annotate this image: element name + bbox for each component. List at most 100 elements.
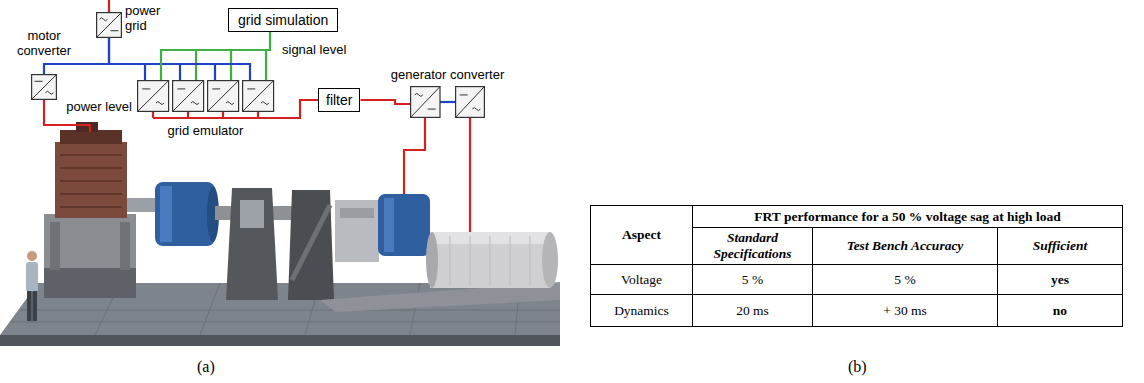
- shaft-and-machines: [426, 232, 438, 288]
- table-cell-text: 20 ms: [736, 303, 769, 318]
- converter-box: motor converter: [31, 74, 57, 100]
- converter-symbol: [456, 87, 485, 118]
- person-figure: [27, 291, 32, 321]
- shaft-and-machines: [384, 198, 394, 252]
- converter-symbol: [261, 102, 269, 105]
- converter-symbol: [243, 81, 274, 112]
- table-columns: [591, 206, 1123, 327]
- converter-symbol: [440, 101, 455, 103]
- power-level-label: power level: [60, 99, 132, 114]
- converter-symbol: [137, 80, 274, 112]
- converter-symbol: [456, 87, 485, 118]
- converter-symbol: [35, 81, 43, 82]
- converter-symbol: [32, 75, 57, 100]
- table-cell: yes: [998, 265, 1123, 295]
- person-figure: [27, 251, 37, 261]
- table-cell-text: FRT performance for a 50 % voltage sag a…: [754, 209, 1061, 224]
- converter-label: generator converter: [391, 67, 504, 82]
- cable-connector: [161, 32, 270, 80]
- converter-box: power grid: [96, 12, 122, 38]
- converter-group: grid emulator: [137, 80, 274, 112]
- table-row: Voltage5 %5 %yes: [591, 265, 1123, 295]
- table-row: Standard Specifications Test Bench Accura…: [591, 228, 1123, 265]
- converter-symbol: [226, 102, 234, 105]
- converter-symbol: [173, 81, 204, 112]
- table-cell-text: no: [1053, 303, 1067, 318]
- shaft-and-machines: [450, 236, 530, 286]
- table-cell: Test Bench Accuracy: [813, 228, 998, 265]
- converter-symbol: [31, 74, 57, 100]
- shaft-and-machines: [160, 186, 172, 242]
- converter-symbol: [208, 81, 239, 112]
- converter-symbol: [191, 102, 199, 105]
- drive-motor: [44, 122, 136, 298]
- subfigure-label: (a): [197, 358, 215, 376]
- drive-motor: [55, 142, 127, 218]
- converter-symbol: [156, 102, 164, 105]
- table-cell-text: yes: [1051, 272, 1069, 287]
- process-box: grid simulation: [228, 8, 338, 32]
- converter-symbol: [243, 81, 274, 112]
- table-body: Aspect FRT performance for a 50 % voltage…: [591, 206, 1123, 327]
- shaft-and-machines: [127, 198, 157, 212]
- converter-symbol: [100, 18, 108, 21]
- table-cell-text: Sufficient: [1033, 238, 1088, 253]
- shaft-and-machines: [542, 232, 558, 288]
- table-row: AspectFRT performance for a 50 % voltage…: [591, 206, 1123, 228]
- wiring-lines: [404, 118, 425, 194]
- box-label: grid simulation: [238, 12, 328, 28]
- person-figure: [26, 262, 38, 292]
- converter-group: generator converter: [410, 86, 485, 118]
- drive-motor: [44, 214, 136, 274]
- table-cell-text: Test Bench Accuracy: [847, 238, 964, 253]
- converter-label: power grid: [125, 3, 169, 33]
- wiring-lines: [145, 64, 215, 80]
- shaft-and-machines: [430, 232, 550, 288]
- converter-symbol: [97, 13, 122, 38]
- signal-level-label: signal level: [282, 42, 346, 57]
- wiring-lines: [469, 118, 471, 232]
- shaft-and-machines: [378, 194, 430, 256]
- table-cell: 20 ms: [693, 295, 813, 327]
- table-row: Dynamics 20 ms + 30 ms no: [591, 295, 1123, 327]
- converter-symbol: [410, 86, 485, 118]
- table-cell: Voltage: [591, 265, 693, 295]
- table-cell: 5 %: [693, 265, 813, 295]
- table-cell-text: Dynamics: [614, 303, 669, 318]
- drive-motor: [60, 130, 122, 144]
- floor-slab: [0, 335, 560, 346]
- shaft-and-machines: [340, 208, 374, 218]
- person-figure: [33, 291, 38, 321]
- shaft-and-machines: [335, 200, 379, 262]
- converter-symbol: [415, 93, 423, 96]
- converter-symbol: [460, 94, 468, 95]
- converter-symbol: [138, 81, 169, 112]
- filter-box: filter: [318, 88, 360, 112]
- drive-motor: [120, 222, 130, 270]
- converter-symbol: [97, 13, 122, 38]
- table-cell: Standard Specifications: [693, 228, 813, 265]
- table-cell: Dynamics: [591, 295, 693, 327]
- table-cell-text: + 30 ms: [883, 303, 927, 318]
- results-table: Aspect FRT performance for a 50 % voltage…: [590, 205, 1123, 327]
- converter-symbol: [138, 81, 169, 112]
- converter-symbol: [110, 30, 118, 31]
- drive-motor: [50, 222, 60, 270]
- converter-symbol: [411, 87, 440, 118]
- converter-label: motor converter: [6, 28, 82, 58]
- converter-symbol: [45, 91, 53, 94]
- table-cell-text: Aspect: [622, 227, 661, 242]
- converter-symbol: [173, 81, 204, 112]
- converter-label: grid emulator: [137, 123, 274, 138]
- subfigure-label: (b): [848, 358, 867, 376]
- drive-motor: [44, 268, 136, 298]
- shaft-and-machines: [240, 200, 264, 228]
- table-cell-text: Standard Specifications: [714, 230, 792, 261]
- cable-connector: [109, 38, 250, 80]
- table-cell: + 30 ms: [813, 295, 998, 327]
- table-cell: no: [998, 295, 1123, 327]
- table-cell: FRT performance for a 50 % voltage sag a…: [693, 206, 1123, 228]
- shaft-and-machines: [292, 205, 330, 280]
- table-cell: Aspect: [591, 206, 693, 265]
- converter-symbol: [411, 87, 440, 118]
